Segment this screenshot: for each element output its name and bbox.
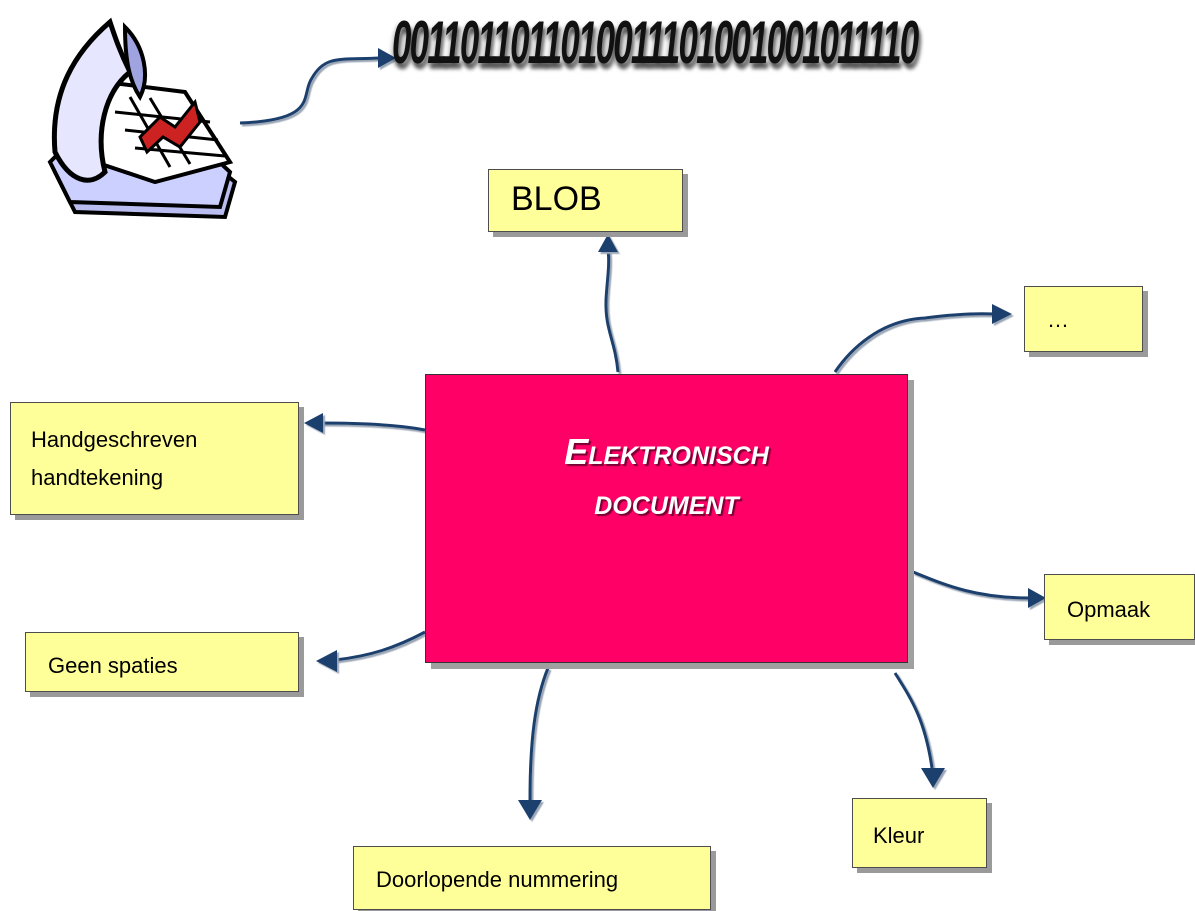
node-blob: BLOB [488,169,683,232]
node-no-spaces-label: Geen spaties [48,653,178,678]
node-handwritten: Handgeschreven handtekening [10,402,299,515]
connector-doc-to-binary [239,56,381,125]
node-numbering-label: Doorlopende nummering [376,867,619,892]
binary-string: 0011011011010011101001001011110 [392,9,919,76]
node-handwritten-label: Handgeschreven handtekening [31,427,198,490]
node-formatting-label: Opmaak [1067,597,1151,622]
arrowhead-color [921,768,945,788]
connector-to-formatting [912,570,1031,600]
central-title: Elektronisch document [426,427,907,527]
node-color: Kleur [852,798,987,868]
connector-to-no-spaces [334,630,426,662]
arrowhead-formatting [1028,588,1046,608]
central-node: Elektronisch document [425,374,908,663]
connector-to-ellipsis [833,312,996,373]
node-no-spaces: Geen spaties [25,632,299,692]
central-title-line2: document [594,481,739,522]
document-clipart-icon [47,17,238,220]
arrowhead-binary [378,48,396,68]
connector-to-handwritten [319,421,426,432]
arrowhead-ellipsis [992,304,1012,324]
arrowhead-handwritten [304,413,323,433]
node-blob-label: BLOB [511,180,602,218]
arrowhead-numbering [518,800,542,820]
arrowhead-blob [598,234,618,252]
central-title-line1: Elektronisch [564,431,769,472]
node-formatting: Opmaak [1044,574,1195,640]
connector-to-blob [604,249,620,373]
connector-to-color [893,672,934,769]
connector-to-numbering [528,667,550,801]
node-ellipsis-label: … [1047,307,1069,332]
arrowhead-no-spaces [316,650,337,672]
node-color-label: Kleur [873,823,925,848]
node-numbering: Doorlopende nummering [353,846,711,910]
node-ellipsis: … [1024,286,1143,352]
